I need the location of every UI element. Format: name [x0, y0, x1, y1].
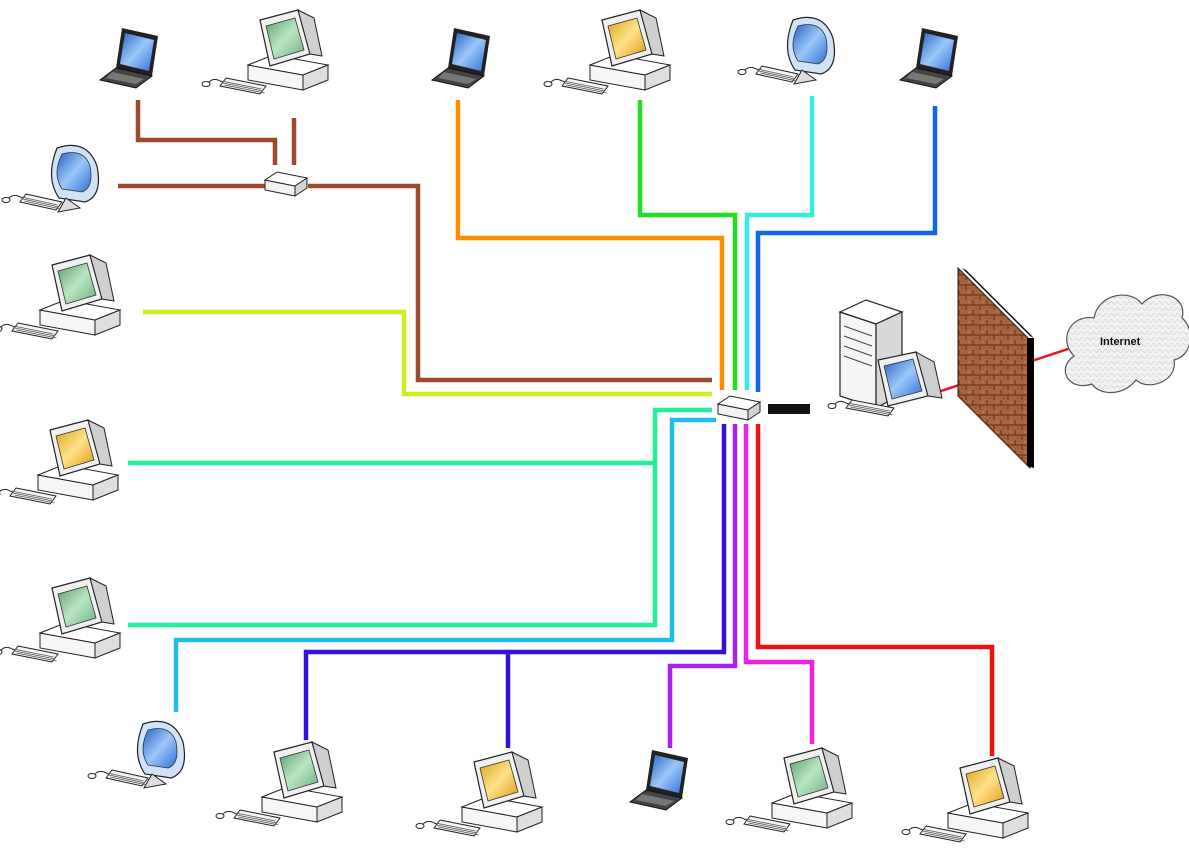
link-green — [637, 100, 738, 390]
link-skyblue — [173, 417, 716, 712]
desktop-6-icon — [215, 741, 344, 827]
link-violet — [667, 424, 738, 748]
desktop-1-icon — [201, 9, 330, 95]
laptop-4-icon — [628, 750, 688, 811]
link-cyan — [744, 96, 815, 390]
imac-3-icon — [87, 720, 186, 789]
desktop-5-icon — [0, 577, 122, 663]
link-brown-laptop — [135, 100, 278, 165]
link-orange — [455, 100, 725, 390]
laptop-2-icon — [430, 28, 490, 89]
internet-label: Internet — [1100, 336, 1141, 348]
link-red — [755, 424, 995, 756]
hub-center-icon — [716, 395, 762, 421]
server-icon — [827, 299, 943, 417]
link-seagreen — [128, 407, 712, 628]
link-brown-hub-trunk — [308, 183, 712, 383]
desktop-2-icon — [543, 9, 672, 95]
internet-cloud: Internet — [1064, 294, 1189, 394]
hub-left-icon — [263, 171, 309, 197]
link-indigo-left — [303, 424, 727, 740]
link-magenta — [743, 424, 815, 744]
laptop-1-icon — [98, 28, 158, 89]
desktop-8-icon — [725, 747, 854, 833]
link-lime — [143, 309, 712, 397]
imac-1-icon — [737, 16, 836, 85]
link-blue — [755, 106, 938, 392]
laptop-3-icon — [898, 28, 958, 89]
desktop-3-icon — [0, 254, 122, 340]
firewall — [957, 266, 1034, 470]
connection-lines — [118, 96, 1081, 756]
desktop-4-icon — [0, 419, 120, 505]
desktop-7-icon — [415, 751, 544, 837]
imac-2-icon — [1, 144, 100, 213]
desktop-9-icon — [901, 757, 1030, 843]
